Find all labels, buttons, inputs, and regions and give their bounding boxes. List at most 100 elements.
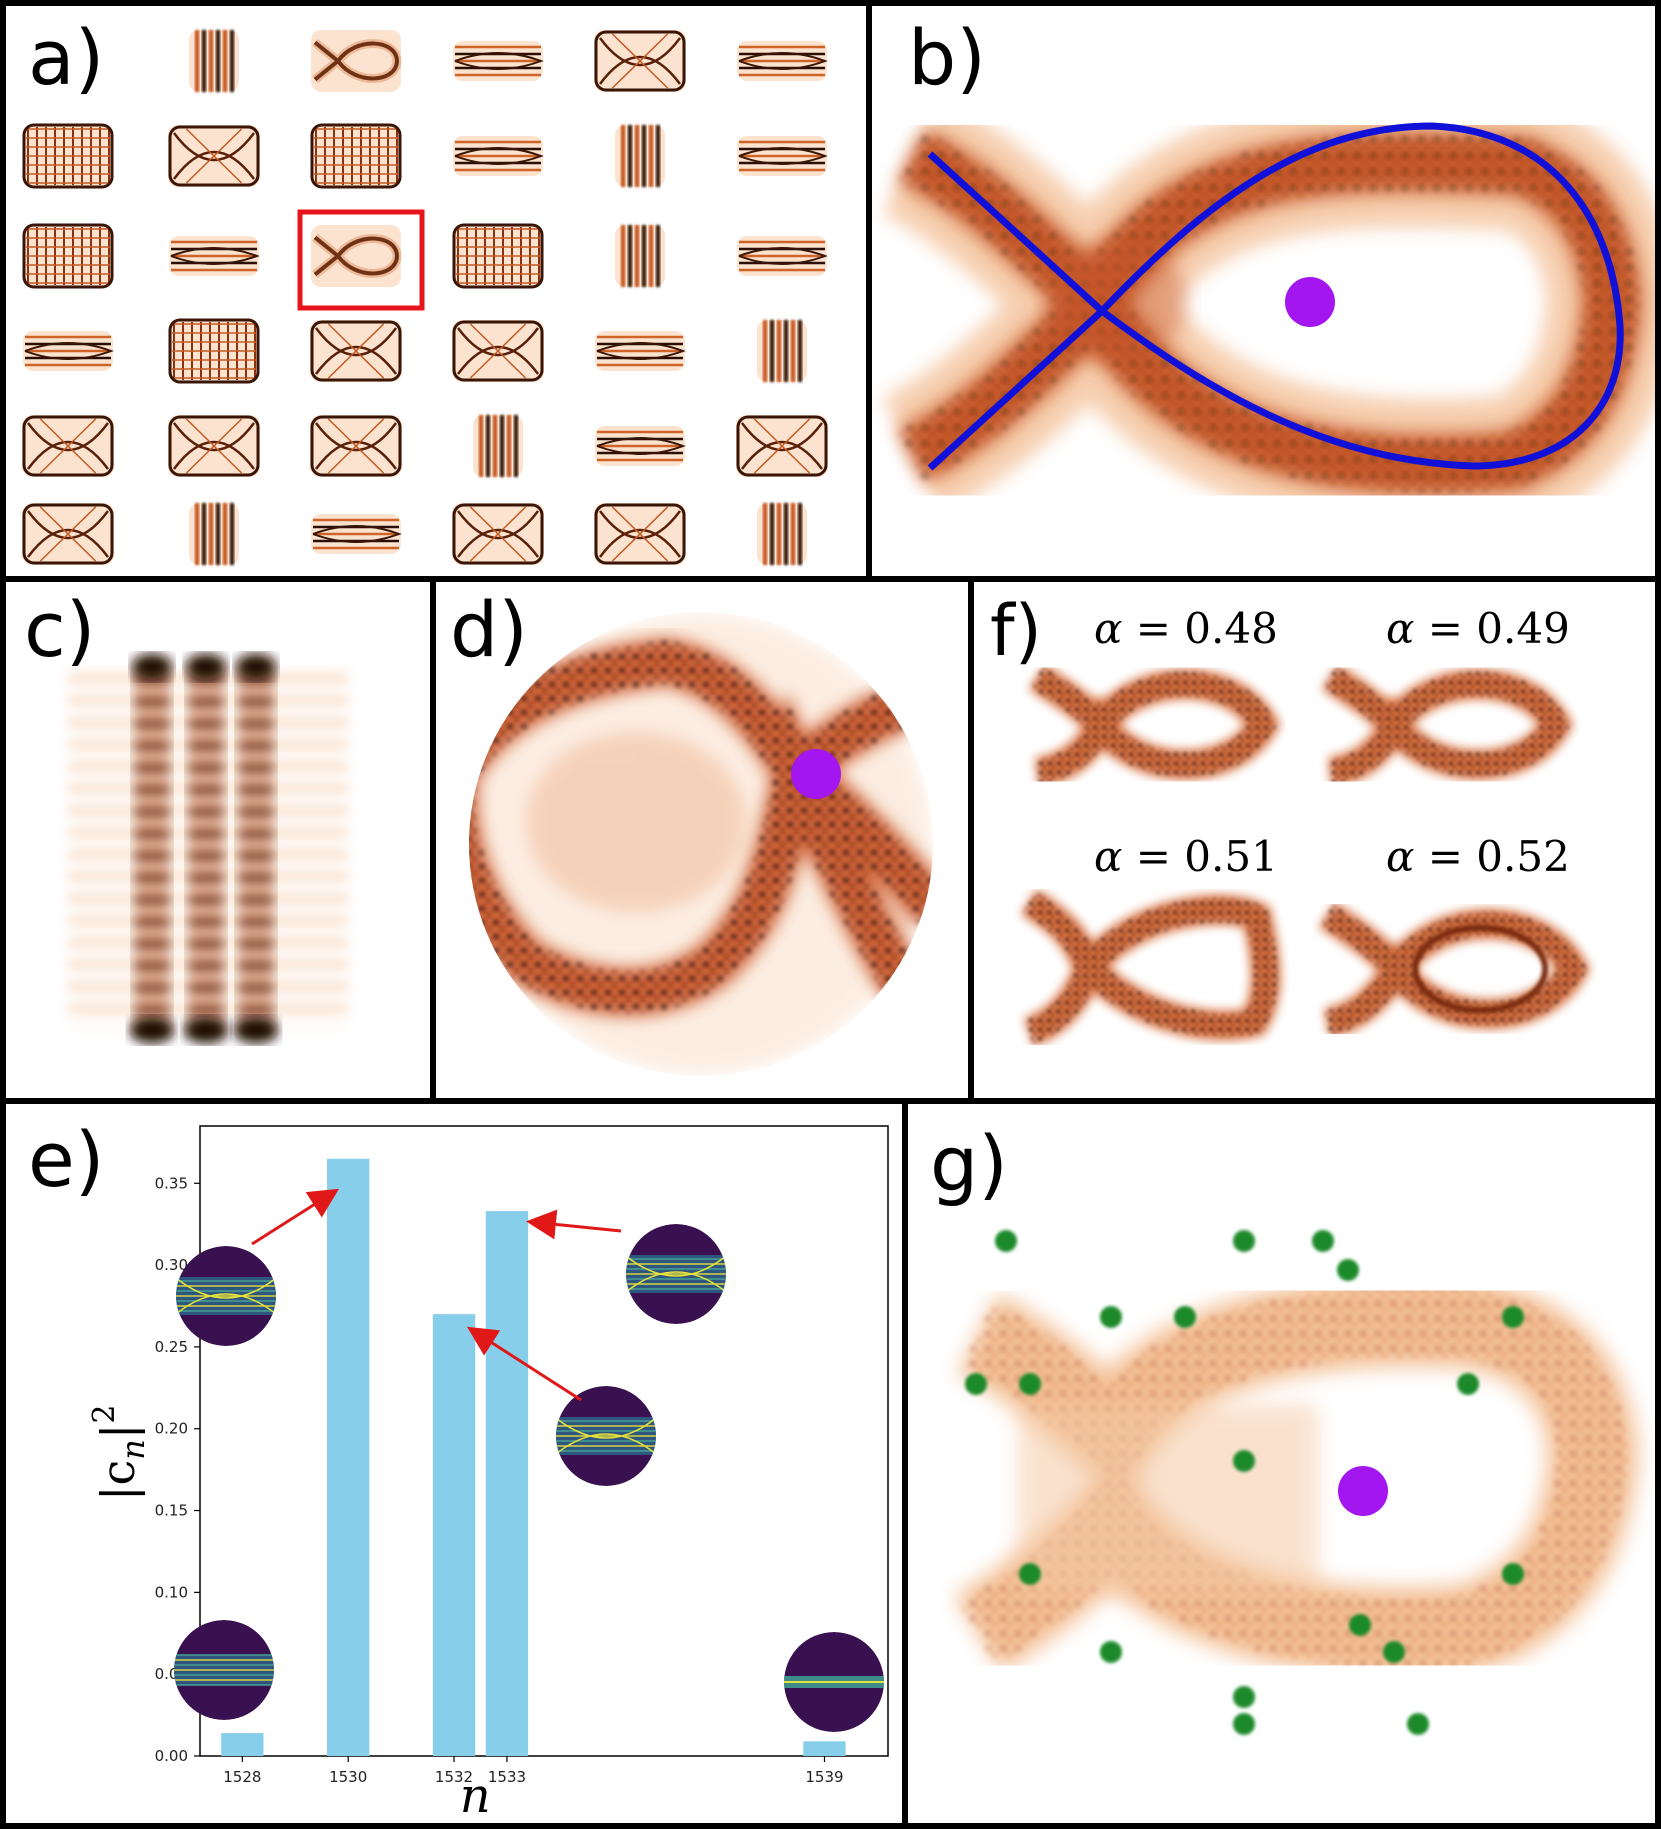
green-dot [1233, 1713, 1255, 1735]
stripe [486, 415, 490, 477]
mode-curve [172, 132, 256, 180]
thumbnail-border [22, 415, 114, 477]
green-dot [1019, 1563, 1041, 1585]
rotated-fish-mode [469, 614, 933, 1074]
thumbnail-border [22, 223, 114, 289]
bar-1539 [803, 1741, 846, 1756]
mode-curve [327, 323, 385, 379]
mode-curve [172, 422, 256, 470]
mode-thumbnail [737, 136, 828, 176]
green-dot-group [965, 1230, 1524, 1735]
stripe-cap-top [236, 654, 276, 680]
green-dot [1383, 1641, 1405, 1663]
thumbnail-border [22, 503, 114, 565]
green-dot [1233, 1230, 1255, 1252]
green-dot [1312, 1230, 1334, 1252]
mode-thumbnail [310, 123, 402, 189]
stripe [479, 415, 483, 477]
inner-ring [1412, 924, 1549, 1014]
mode-center-fill [1018, 1404, 1318, 1594]
highlight-box [297, 209, 425, 311]
stripe [209, 503, 213, 565]
panel-d-label: d) [450, 585, 528, 674]
stripe [216, 503, 220, 565]
stripe-cap-top [186, 654, 226, 680]
panel-g-label: g) [930, 1119, 1008, 1208]
alpha-label-4: α = 0.52 [1386, 832, 1570, 881]
mode-thumbnail [452, 223, 544, 289]
stripe-cap-top [132, 654, 172, 680]
mode-curve [185, 418, 243, 474]
y-tick-label: 0.10 [155, 1583, 188, 1601]
mode-thumbnail [168, 125, 260, 187]
green-dot [1100, 1306, 1122, 1328]
stripe [628, 125, 632, 187]
panel-b: b) [866, 0, 1661, 582]
mode-thumbnail [311, 225, 402, 287]
stripe [656, 125, 660, 187]
inset-mode-image [626, 1224, 726, 1324]
stripe [230, 503, 234, 565]
inset-curve [176, 1277, 276, 1315]
mode-curve [611, 33, 669, 89]
x-tick-label: 1532 [435, 1768, 473, 1786]
thumbnail-border [736, 415, 828, 477]
y-tick-label: 0.20 [155, 1420, 188, 1438]
green-dot [1233, 1686, 1255, 1708]
mode-curve [596, 342, 686, 360]
mode-curve [170, 247, 260, 265]
mode-thumbnail [22, 123, 114, 189]
stripe [770, 503, 774, 565]
alpha-mode-thumbnail [1021, 889, 1281, 1047]
plot-frame [199, 1125, 889, 1757]
mode-curve [598, 37, 682, 85]
thumbnail-border [452, 223, 544, 289]
panel-f-label: f) [990, 590, 1042, 672]
mode-thumbnail [452, 320, 544, 382]
green-dot [1337, 1259, 1359, 1281]
stripe [621, 125, 625, 187]
mode-curve-glow [312, 38, 402, 84]
panel-e-label: e) [28, 1115, 105, 1204]
stripe [507, 415, 511, 477]
stripe [195, 503, 199, 565]
mode-curve [456, 327, 540, 375]
mode-thumbnail [473, 415, 523, 477]
y-axis-label: |cn|2 [87, 1405, 152, 1501]
callout-arrow [526, 1209, 622, 1240]
x-axis-label: n [460, 1768, 491, 1823]
stripe [635, 125, 639, 187]
inset-mode-image [176, 1246, 276, 1346]
stripe [230, 30, 234, 92]
stripe [216, 30, 220, 92]
bar-1528 [221, 1733, 264, 1756]
mode-curve [738, 52, 828, 70]
stripe [791, 503, 795, 565]
stripe [642, 225, 646, 287]
mode-thumbnail [22, 503, 114, 565]
mode-curve [39, 418, 97, 474]
mode-curve [327, 418, 385, 474]
panel-a: a) [0, 0, 872, 582]
alpha-mode-thumbnail [1029, 664, 1281, 787]
thumbnail-border [594, 30, 686, 92]
mode-curve [39, 506, 97, 562]
callout-arrow [466, 1326, 582, 1402]
panel-d: d) [430, 576, 974, 1104]
mode-curve [738, 247, 828, 265]
mode-curve [598, 510, 682, 558]
mode-thumbnail [736, 415, 828, 477]
thumbnail-bg [311, 225, 401, 287]
green-dot [965, 1373, 987, 1395]
bar-1533 [485, 1211, 529, 1756]
stripe [777, 320, 781, 382]
stripe [784, 320, 788, 382]
stripe [223, 30, 227, 92]
thumbnail-border [310, 320, 402, 382]
mode-band-detail [1022, 891, 1278, 1044]
mode-grid [22, 30, 828, 565]
stripe [500, 415, 504, 477]
stripe-cap-bottom [184, 1017, 228, 1043]
panel-c-label: c) [24, 585, 96, 674]
mode-thumbnail [311, 514, 402, 554]
